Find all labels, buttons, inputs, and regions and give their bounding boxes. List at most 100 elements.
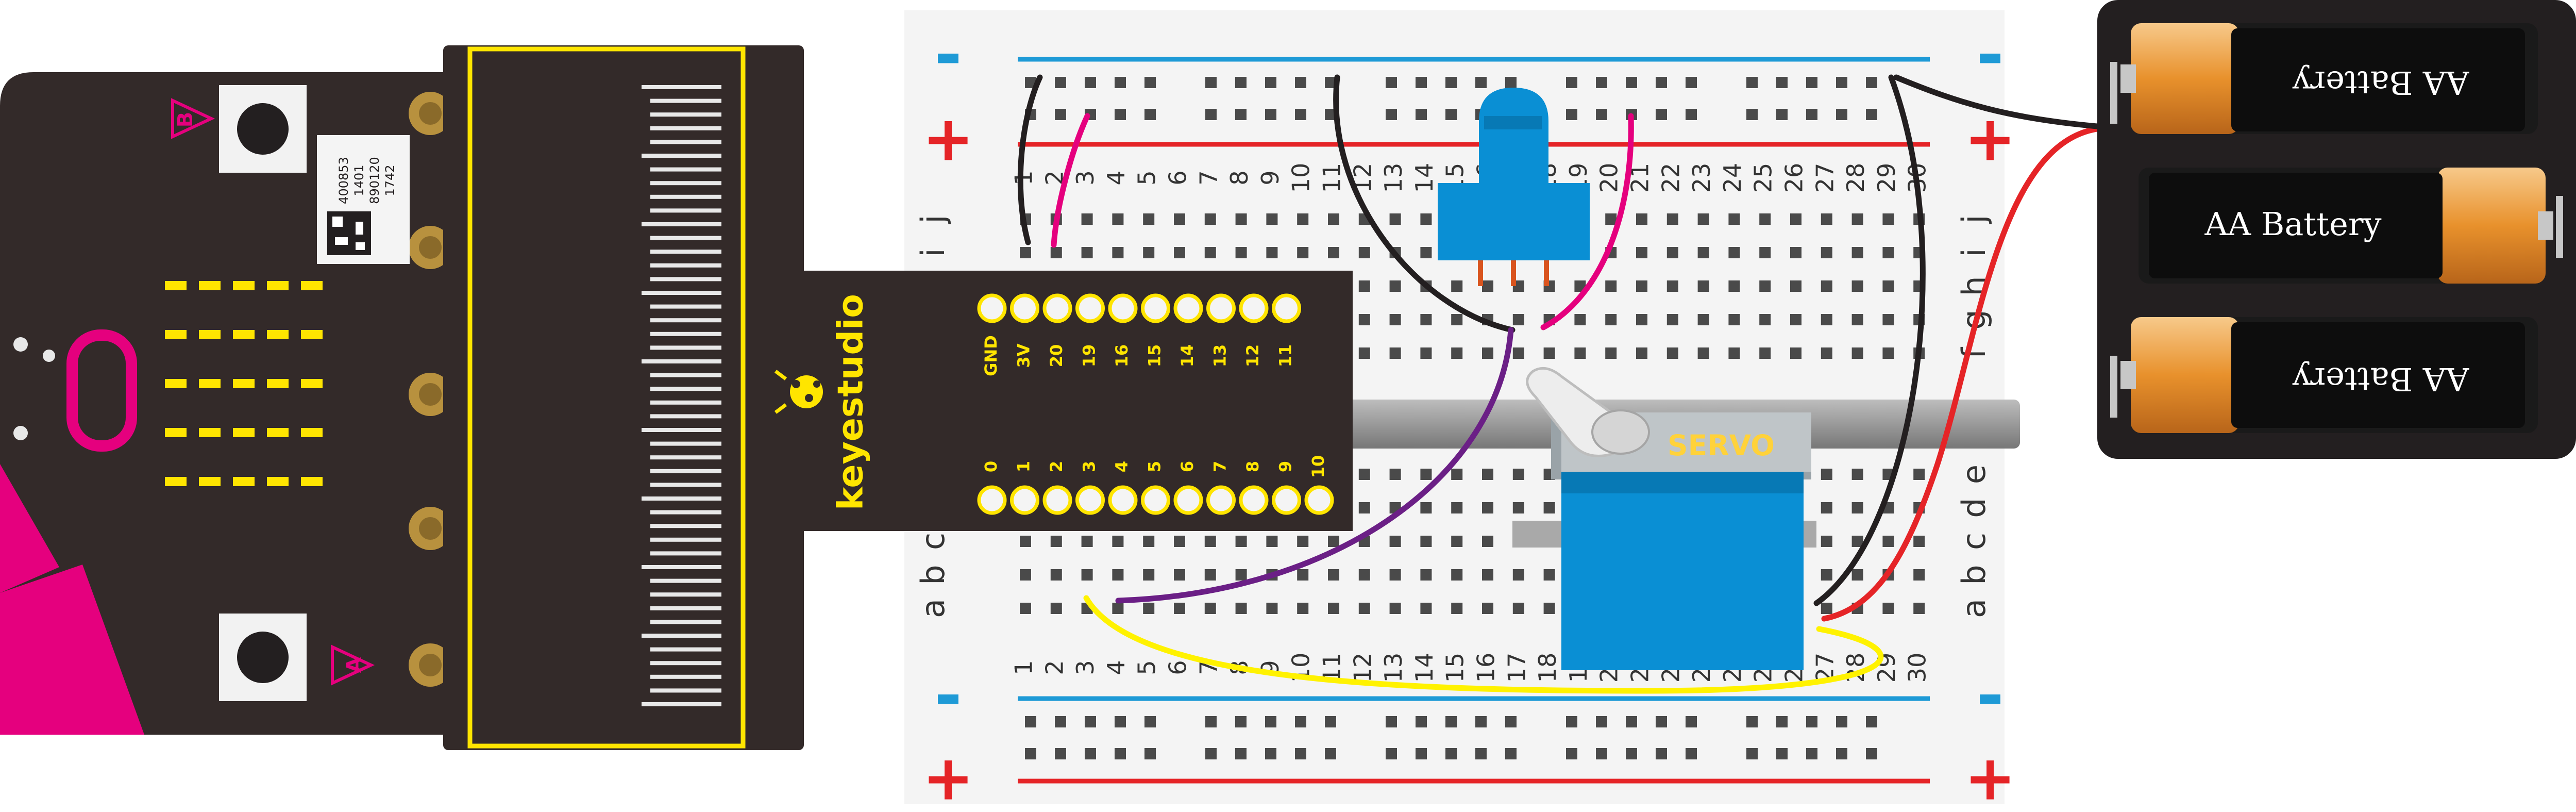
header-pin-label: 8 [1243, 461, 1262, 472]
led [199, 428, 221, 437]
header-pin[interactable] [1239, 293, 1269, 323]
header-pin[interactable] [1173, 485, 1203, 515]
breadboard-hole [1821, 536, 1832, 547]
breadboard-hole [1666, 347, 1678, 359]
header-pin[interactable] [1042, 293, 1072, 323]
rail-hole [1475, 77, 1487, 88]
shield-brand: keyestudio [831, 294, 871, 510]
breadboard-hole [1389, 536, 1401, 547]
breadboard-hole [1882, 213, 1894, 225]
rail-plus-sign: + [922, 104, 974, 175]
column-label: 11 [1318, 163, 1346, 193]
button-b-cap[interactable] [237, 103, 289, 155]
header-pin-label: 11 [1276, 344, 1295, 368]
breadboard-hole [1666, 280, 1678, 292]
rail-hole [1325, 748, 1336, 759]
column-label: 26 [1780, 163, 1808, 193]
breadboard-hole [1512, 347, 1524, 359]
breadboard-hole [1605, 280, 1617, 292]
column-label: 7 [1194, 170, 1222, 185]
header-pin-label: 4 [1112, 461, 1132, 472]
breadboard-hole [1728, 213, 1740, 225]
column-label: 22 [1657, 163, 1685, 193]
wire-magenta-pot [1540, 113, 1634, 330]
button-a-cap[interactable] [237, 632, 289, 683]
header-pin[interactable] [1206, 485, 1236, 515]
breadboard-hole [1697, 347, 1709, 359]
header-pin[interactable] [1141, 293, 1170, 323]
header-pin[interactable] [1173, 293, 1203, 323]
led [199, 281, 221, 290]
breadboard-hole [1759, 314, 1771, 325]
breadboard-hole [1851, 314, 1863, 325]
header-pin[interactable] [1108, 485, 1138, 515]
rail-hole [1416, 109, 1427, 120]
qr-code [327, 211, 371, 255]
rail-hole [1085, 748, 1096, 759]
header-pin[interactable] [1272, 293, 1301, 323]
wire-black-pot [1333, 74, 1516, 333]
rail-hole [1265, 77, 1276, 88]
slot-finger [642, 85, 721, 89]
header-pin[interactable] [1042, 485, 1072, 515]
column-label: 17 [1503, 653, 1530, 683]
breadboard-hole [1266, 213, 1278, 225]
header-pin[interactable] [1010, 293, 1039, 323]
breadboard-hole [1574, 347, 1586, 359]
header-pin[interactable] [977, 485, 1007, 515]
rail-hole [1836, 77, 1847, 88]
rail-hole [1626, 77, 1637, 88]
column-label: 18 [1534, 653, 1561, 683]
rail-hole [1205, 109, 1217, 120]
header-pin[interactable] [1010, 485, 1039, 515]
breadboard-hole [1790, 347, 1801, 359]
rail-hole [1505, 77, 1517, 88]
header-pin[interactable] [1075, 293, 1105, 323]
breadboard-hole [1358, 569, 1370, 581]
servo-motor[interactable]: SERVO [1512, 367, 1816, 670]
header-pin[interactable] [1075, 485, 1105, 515]
rail-hole [1205, 716, 1217, 727]
header-pin-label: 9 [1276, 461, 1295, 472]
row-label: a [1955, 599, 1993, 618]
slot-finger [650, 112, 721, 117]
header-pin[interactable] [1272, 485, 1301, 515]
breadboard-hole [1543, 347, 1555, 359]
header-pin[interactable] [1304, 485, 1334, 515]
breadboard-hole [1759, 247, 1771, 258]
slot-finger [650, 688, 721, 693]
breadboard-hole [1821, 569, 1832, 581]
rail-hole [1596, 109, 1607, 120]
header-pin[interactable] [1239, 485, 1269, 515]
header-pin[interactable] [1141, 485, 1170, 515]
rail-hole [1115, 716, 1126, 727]
wire-magenta-3v [1051, 113, 1090, 248]
header-pin[interactable] [977, 293, 1007, 323]
slot-finger [650, 126, 721, 130]
header-pin[interactable] [1206, 293, 1236, 323]
header-pin[interactable] [1108, 293, 1138, 323]
header-pin-label: 14 [1177, 344, 1197, 368]
breadboard-hole [1882, 314, 1894, 325]
slot-finger [650, 373, 721, 377]
breadboard-hole [1328, 603, 1339, 614]
rail-hole [1025, 716, 1036, 727]
led [233, 477, 255, 486]
touch-logo[interactable] [66, 329, 137, 452]
potentiometer-knob[interactable] [1479, 88, 1548, 183]
breadboard-hole [1204, 603, 1216, 614]
shield-pcb [443, 45, 804, 750]
breadboard-hole [1913, 536, 1925, 547]
header-pin-label: 12 [1243, 344, 1262, 368]
column-label: 6 [1164, 170, 1192, 185]
potentiometer[interactable] [1438, 88, 1590, 286]
header-pin-label: 15 [1145, 344, 1165, 368]
rail-hole [1505, 716, 1517, 727]
row-label: c [914, 533, 952, 550]
breadboard-hole [1420, 469, 1432, 480]
breadboard-hole [1697, 247, 1709, 258]
slot-finger [650, 414, 721, 419]
led [301, 379, 323, 388]
